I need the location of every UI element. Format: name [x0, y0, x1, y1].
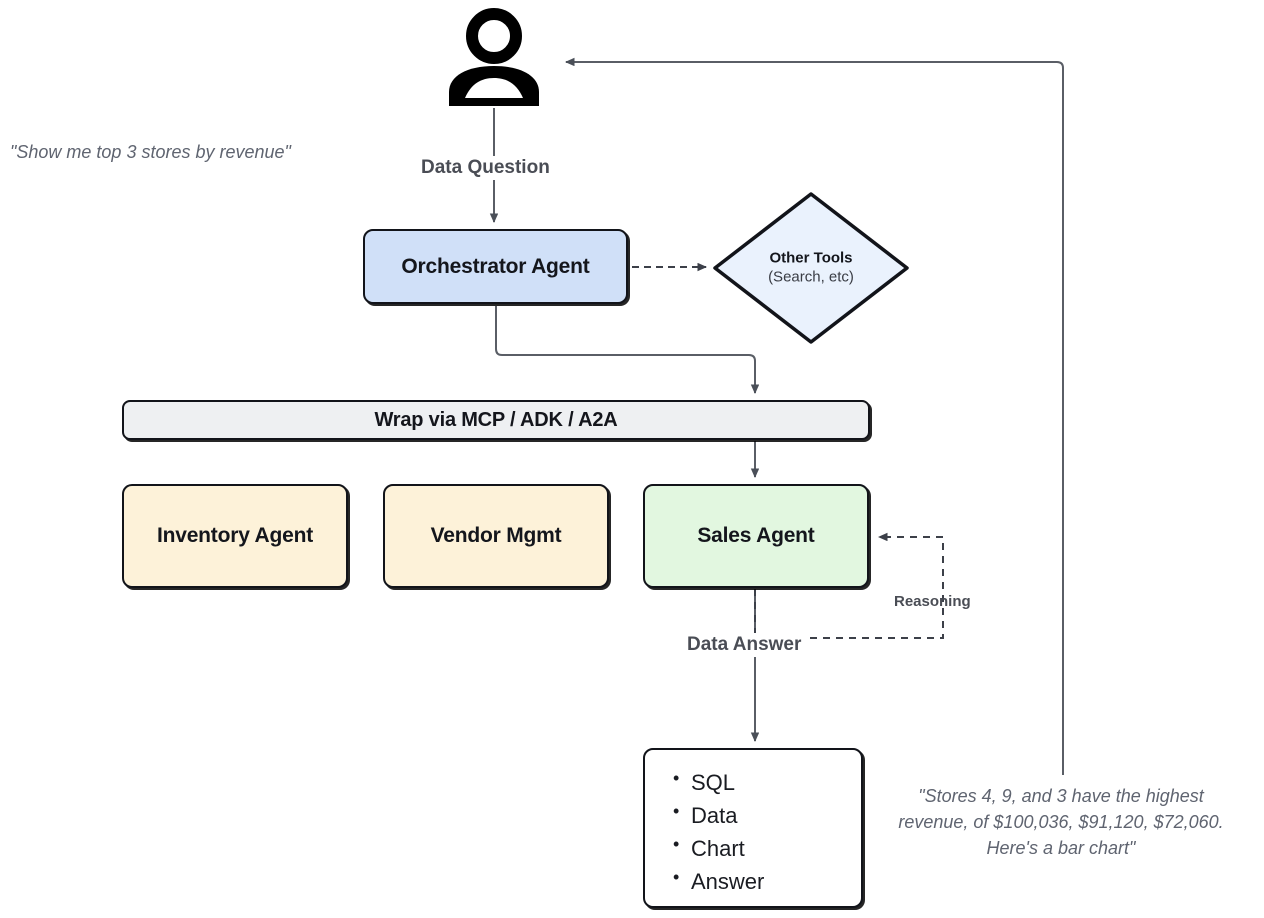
- edge-orchestrator-to-mcp: [495, 306, 760, 394]
- node-sales-agent[interactable]: Sales Agent: [643, 484, 869, 588]
- node-inventory-agent[interactable]: Inventory Agent: [122, 484, 348, 588]
- node-vendor-mgmt-label: Vendor Mgmt: [430, 524, 562, 547]
- answer-quote-line-2: revenue, of $100,036, $91,120, $72,060.: [898, 812, 1224, 833]
- answer-quote-line-3: Here's a bar chart": [986, 838, 1136, 859]
- list-item: Data: [673, 798, 861, 832]
- user-person-icon: [449, 8, 539, 106]
- list-item: Answer: [673, 864, 861, 898]
- edge-label-reasoning: Reasoning: [894, 593, 971, 610]
- edge-label-data-question: Data Question: [415, 156, 556, 180]
- node-output-artifacts[interactable]: SQL Data Chart Answer: [643, 748, 863, 908]
- edge-reasoning-loop: [754, 532, 944, 639]
- node-sales-agent-label: Sales Agent: [697, 524, 815, 547]
- node-other-tools[interactable]: Other Tools (Search, etc): [709, 188, 913, 348]
- node-orchestrator-agent-label: Orchestrator Agent: [401, 254, 590, 278]
- answer-quote-line-1: "Stores 4, 9, and 3 have the highest: [918, 786, 1204, 806]
- list-item: Chart: [673, 831, 861, 865]
- user-question-quote: "Show me top 3 stores by revenue": [10, 142, 291, 162]
- node-mcp-wrapper-bar-label: Wrap via MCP / ADK / A2A: [374, 408, 618, 431]
- diamond-shape-icon: [713, 192, 909, 344]
- node-mcp-wrapper-bar[interactable]: Wrap via MCP / ADK / A2A: [122, 400, 870, 440]
- edge-label-data-answer: Data Answer: [681, 633, 808, 657]
- answer-quote: "Stores 4, 9, and 3 have the highest rev…: [866, 783, 1256, 861]
- list-item: SQL: [673, 765, 861, 799]
- node-orchestrator-agent[interactable]: Orchestrator Agent: [363, 229, 628, 304]
- output-artifact-list: SQL Data Chart Answer: [673, 765, 861, 898]
- node-inventory-agent-label: Inventory Agent: [156, 524, 314, 547]
- edge-answer-to-user: [565, 57, 1064, 775]
- node-vendor-mgmt[interactable]: Vendor Mgmt: [383, 484, 609, 588]
